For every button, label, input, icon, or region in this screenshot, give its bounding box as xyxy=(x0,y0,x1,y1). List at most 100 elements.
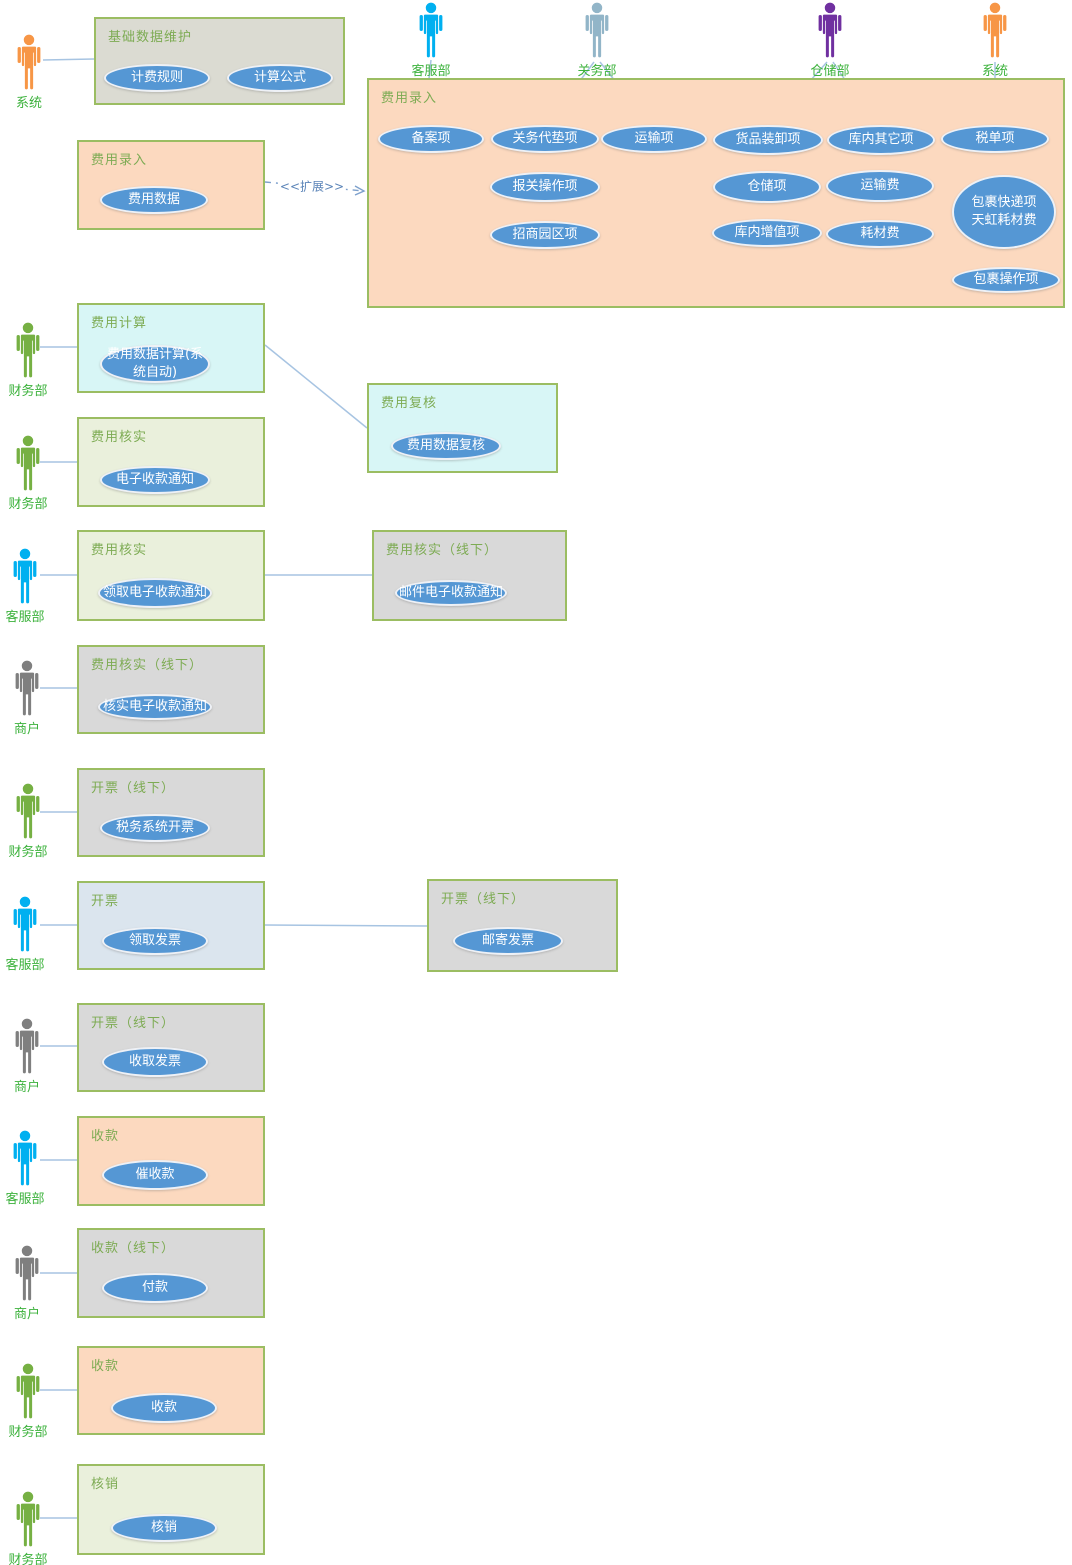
usecase-parcel-express-item: 包裹快递项天虹耗材费 xyxy=(952,175,1056,249)
usecase-label: 计费规则 xyxy=(130,70,183,86)
usecase-label: 关务代垫项 xyxy=(512,131,578,147)
person-icon xyxy=(13,896,37,952)
person-icon xyxy=(16,435,40,491)
package-title-collection-offline-merchant: 收款（线下） xyxy=(91,1241,176,1256)
connector-invoice-to-offline xyxy=(264,924,428,927)
package-title-invoice-offline-mail: 开票（线下） xyxy=(441,892,526,907)
package-fee-verify-offline-mail: 费用核实（线下） xyxy=(372,530,567,621)
usecase-mail-invoice: 邮寄发票 xyxy=(453,927,563,955)
package-invoice-offline-merchant: 开票（线下） xyxy=(77,1003,265,1092)
person-icon xyxy=(419,2,443,58)
package-title-fee-verify-finance: 费用核实 xyxy=(91,430,148,445)
usecase-label: 核实电子收款通知 xyxy=(102,699,207,715)
usecase-warehouse-other-item: 库内其它项 xyxy=(827,125,935,155)
usecase-tax-bill-item: 税单项 xyxy=(941,125,1049,153)
usecase-receive-payment: 收款 xyxy=(111,1393,217,1423)
actor-label-finance-calc: 财务部 xyxy=(8,384,48,399)
usecase-label: 领取发票 xyxy=(128,933,181,949)
actor-customs-dept-top: 关务部 xyxy=(567,2,627,79)
connector-fee-calculation-to-fee-review xyxy=(264,344,368,429)
actor-label-cs-invoice: 客服部 xyxy=(5,958,45,973)
package-title-fee-verify-cs: 费用核实 xyxy=(91,543,148,558)
usecase-label: 库内其它项 xyxy=(848,132,914,148)
usecase-label: 计算公式 xyxy=(253,70,306,86)
package-title-collection-cs: 收款 xyxy=(91,1129,120,1144)
actor-label-cs-dept-top: 客服部 xyxy=(411,64,451,79)
actor-system-top: 系统 xyxy=(965,2,1025,79)
usecase-label: 收款 xyxy=(150,1400,177,1416)
actor-finance-receive: 财务部 xyxy=(0,1363,58,1440)
usecase-label: 邮件电子收款通知 xyxy=(398,585,503,601)
person-icon xyxy=(15,1018,39,1074)
actor-cs-verify: 客服部 xyxy=(0,548,55,625)
usecase-label: 费用数据复核 xyxy=(406,438,485,454)
usecase-label-line: 包裹快递项 xyxy=(971,195,1037,211)
usecase-label: 税务系统开票 xyxy=(115,820,194,836)
actor-finance-invoice: 财务部 xyxy=(0,783,58,860)
actor-merchant-pay: 商户 xyxy=(0,1245,57,1322)
usecase-urge-payment: 催收款 xyxy=(102,1160,208,1190)
usecase-cargo-handling-item: 货品装卸项 xyxy=(713,125,823,155)
package-title-basic-data-maintenance: 基础数据维护 xyxy=(108,30,193,45)
usecase-customs-advance-item: 关务代垫项 xyxy=(491,125,599,153)
actor-finance-writeoff: 财务部 xyxy=(0,1491,58,1565)
usecase-label: 付款 xyxy=(141,1280,168,1296)
usecase-label: 耗材费 xyxy=(860,226,900,242)
usecase-receive-invoice: 收取发票 xyxy=(102,1047,208,1077)
usecase-pay: 付款 xyxy=(102,1273,208,1303)
actor-label-cs-collection: 客服部 xyxy=(5,1192,45,1207)
usecase-label-line: 统自动) xyxy=(132,365,178,380)
package-title-invoice-offline-merchant: 开票（线下） xyxy=(91,1016,176,1031)
actor-cs-collection: 客服部 xyxy=(0,1130,55,1207)
usecase-label: 运输项 xyxy=(634,131,674,147)
usecase-parcel-operation-item: 包裹操作项 xyxy=(952,267,1060,293)
usecase-label: 核销 xyxy=(150,1520,177,1536)
usecase-warehouse-vas-item: 库内增值项 xyxy=(712,219,822,247)
package-title-invoice-offline-finance: 开票（线下） xyxy=(91,781,176,796)
person-icon xyxy=(13,1130,37,1186)
package-title-fee-review: 费用复核 xyxy=(381,396,438,411)
usecase-transport-fee: 运输费 xyxy=(826,170,934,202)
actor-merchant-invoice: 商户 xyxy=(0,1018,57,1095)
actor-label-customs-dept-top: 关务部 xyxy=(577,64,617,79)
actor-label-finance-writeoff: 财务部 xyxy=(8,1553,48,1565)
usecase-transport-item: 运输项 xyxy=(601,125,707,153)
usecase-label: 邮寄发票 xyxy=(481,933,534,949)
actor-system-left: 系统 xyxy=(0,34,59,111)
usecase-record-item: 备案项 xyxy=(378,125,484,153)
package-invoice-offline-mail: 开票（线下） xyxy=(427,879,618,972)
actor-label-merchant-invoice: 商户 xyxy=(13,1080,40,1095)
person-icon xyxy=(818,2,842,58)
usecase-verify-e-payment-notice: 核实电子收款通知 xyxy=(98,694,212,720)
actor-label-finance-invoice: 财务部 xyxy=(8,845,48,860)
actor-label-finance-receive: 财务部 xyxy=(8,1425,48,1440)
package-title-fee-verify-offline-merchant: 费用核实（线下） xyxy=(91,658,204,673)
actor-label-cs-verify: 客服部 xyxy=(5,610,45,625)
actor-label-merchant-verify: 商户 xyxy=(13,722,40,737)
package-title-writeoff: 核销 xyxy=(91,1477,120,1492)
usecase-label: 报关操作项 xyxy=(512,179,578,195)
actor-cs-dept-top: 客服部 xyxy=(401,2,461,79)
extend-stereotype-label: <<扩展>> xyxy=(277,177,347,195)
usecase-label: 电子收款通知 xyxy=(115,472,194,488)
usecase-customs-operation-item: 报关操作项 xyxy=(490,172,600,202)
person-icon xyxy=(585,2,609,58)
package-fee-verify-finance: 费用核实 xyxy=(77,417,265,507)
package-title-invoice-cs: 开票 xyxy=(91,894,120,909)
person-icon xyxy=(15,1245,39,1301)
usecase-fee-data-review: 费用数据复核 xyxy=(391,432,501,460)
package-title-collection-finance: 收款 xyxy=(91,1359,120,1374)
package-title-fee-calculation: 费用计算 xyxy=(91,316,148,331)
package-fee-verify-offline-merchant: 费用核实（线下） xyxy=(77,645,265,734)
usecase-label: 费用数据 xyxy=(127,192,180,208)
usecase-warehouse-item: 仓储项 xyxy=(713,171,821,203)
person-icon xyxy=(16,1491,40,1547)
usecase-mail-e-payment-notice: 邮件电子收款通知 xyxy=(395,580,507,606)
package-invoice-offline-finance: 开票（线下） xyxy=(77,768,265,857)
usecase-label: 备案项 xyxy=(411,131,451,147)
usecase-label: 催收款 xyxy=(135,1167,175,1183)
person-icon xyxy=(16,1363,40,1419)
actor-label-merchant-pay: 商户 xyxy=(13,1307,40,1322)
usecase-label: 领取电子收款通知 xyxy=(102,585,207,601)
